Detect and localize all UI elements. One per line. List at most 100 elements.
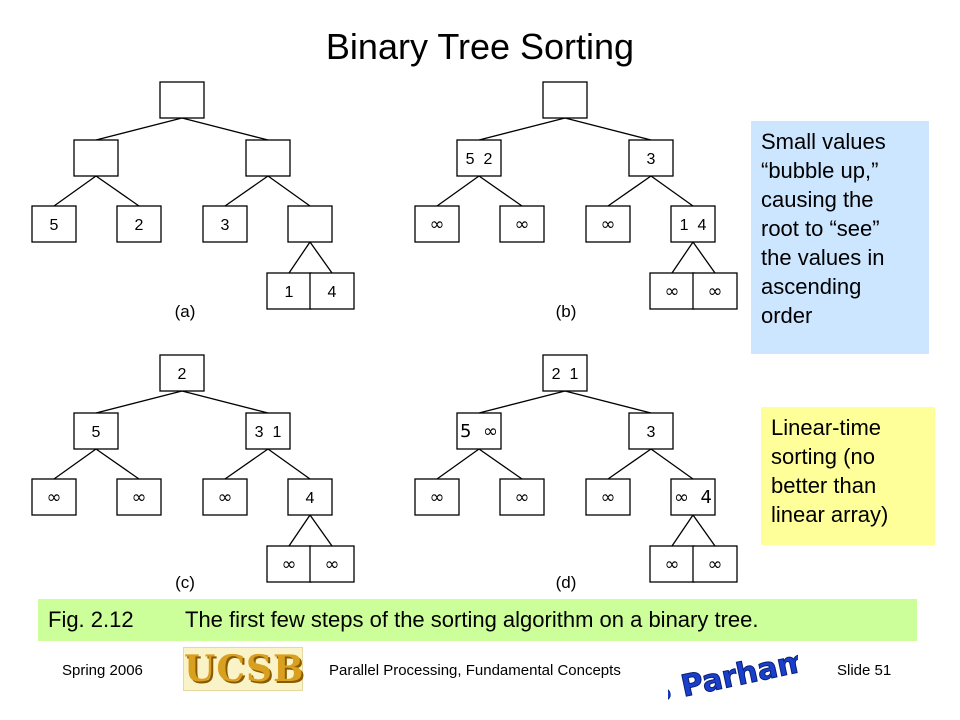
note-line: Small values — [761, 129, 886, 154]
tree-node: ∞ — [266, 545, 312, 583]
tree-edge — [181, 390, 269, 414]
tree-label: (a) — [175, 302, 196, 321]
tree-edge — [478, 175, 523, 207]
tree-node: 3 — [628, 412, 674, 450]
tree-node: ∞ — [31, 478, 77, 516]
tree-node: ∞ 4 — [670, 478, 716, 516]
node-value: 4 — [328, 284, 337, 301]
tree-edge — [309, 241, 333, 274]
tree-node: 2 — [116, 205, 162, 243]
node-value: ∞ — [601, 487, 616, 508]
tree-node: 5 — [73, 412, 119, 450]
tree-edge — [95, 117, 183, 141]
tree-node: 3 1 — [245, 412, 291, 450]
node-value: 1 4 — [680, 217, 707, 234]
node-value: 2 — [178, 366, 187, 383]
tree-label: (d) — [556, 573, 577, 592]
node-value: ∞ — [325, 554, 340, 575]
node-value: 5 — [50, 217, 59, 234]
tree-edge — [564, 390, 652, 414]
tree-node: ∞ — [414, 478, 460, 516]
tree-edge — [692, 514, 716, 547]
node-value: 5 — [92, 424, 101, 441]
figure-number: Fig. 2.12 — [48, 607, 134, 632]
tree-edge — [267, 175, 311, 207]
node-value: ∞ — [47, 487, 62, 508]
tree-edge — [478, 117, 566, 141]
note-line: ascending — [761, 274, 862, 299]
tree-edge — [607, 448, 652, 480]
note-line: better than — [771, 473, 877, 498]
footer-course-title: Parallel Processing, Fundamental Concept… — [329, 662, 621, 679]
ucsb-logo: UCSB — [183, 647, 305, 691]
tree-edge — [53, 175, 97, 207]
note-line: sorting (no — [771, 444, 875, 469]
tree-edge — [650, 448, 694, 480]
tree-label: (b) — [556, 302, 577, 321]
note-line: causing the — [761, 187, 874, 212]
tree-node — [159, 81, 205, 119]
tree-edge — [436, 175, 480, 207]
tree-edge — [692, 241, 716, 274]
node-value: ∞ — [515, 487, 530, 508]
tree-edge — [671, 514, 694, 547]
note-line: root to “see” — [761, 216, 880, 241]
author-logo: B Parhami — [668, 644, 798, 704]
tree-label: (c) — [175, 573, 195, 592]
tree-node — [245, 139, 291, 177]
tree-edge — [224, 448, 269, 480]
tree-node: ∞ — [116, 478, 162, 516]
node-value: 3 — [221, 217, 230, 234]
note-line: linear array) — [771, 502, 889, 527]
node-value: ∞ — [708, 281, 723, 302]
tree-edge — [288, 241, 311, 274]
node-value: ∞ — [708, 554, 723, 575]
tree-edge — [224, 175, 269, 207]
tree-node: ∞ — [499, 205, 545, 243]
tree-edge — [478, 390, 566, 414]
node-value: ∞ — [282, 554, 297, 575]
tree-node: 4 — [287, 478, 333, 516]
tree-4: 2 15 ∞3∞∞∞∞ 4∞∞(d) — [414, 354, 738, 592]
tree-node — [287, 205, 333, 243]
tree-edge — [436, 448, 480, 480]
tree-node: ∞ — [585, 478, 631, 516]
tree-node: ∞ — [414, 205, 460, 243]
tree-node — [542, 81, 588, 119]
figure-caption: Fig. 2.12 The first few steps of the sort… — [38, 599, 917, 641]
node-value: ∞ — [665, 281, 680, 302]
figure-caption-text: The first few steps of the sorting algor… — [185, 607, 759, 632]
tree-edge — [95, 175, 140, 207]
node-value: ∞ — [218, 487, 233, 508]
tree-node: 5 — [31, 205, 77, 243]
node-value: 2 — [135, 217, 144, 234]
slide-title: Binary Tree Sorting — [325, 26, 635, 67]
tree-edge — [95, 448, 140, 480]
tree-node: ∞ — [692, 272, 738, 310]
tree-node: ∞ — [649, 545, 695, 583]
tree-node: 3 — [202, 205, 248, 243]
author-logo-text: B Parhami — [668, 644, 798, 704]
tree-edge — [53, 448, 97, 480]
tree-node: ∞ — [202, 478, 248, 516]
node-value: 3 — [647, 424, 656, 441]
tree-edge — [650, 175, 694, 207]
tree-edge — [478, 448, 523, 480]
tree-edge — [181, 117, 269, 141]
node-value: ∞ — [515, 214, 530, 235]
note-line: the values in — [761, 245, 885, 270]
node-value: 5 ∞ — [460, 421, 498, 442]
tree-edge — [267, 448, 311, 480]
tree-node: 4 — [309, 272, 355, 310]
tree-edge — [607, 175, 652, 207]
tree-node — [73, 139, 119, 177]
bubble-up-note: Small values “bubble up,” causing the ro… — [751, 121, 929, 354]
tree-edge — [95, 390, 183, 414]
linear-time-note: Linear-time sorting (no better than line… — [761, 407, 935, 545]
tree-edge — [309, 514, 333, 547]
tree-node: 5 ∞ — [456, 412, 502, 450]
tree-edge — [564, 117, 652, 141]
